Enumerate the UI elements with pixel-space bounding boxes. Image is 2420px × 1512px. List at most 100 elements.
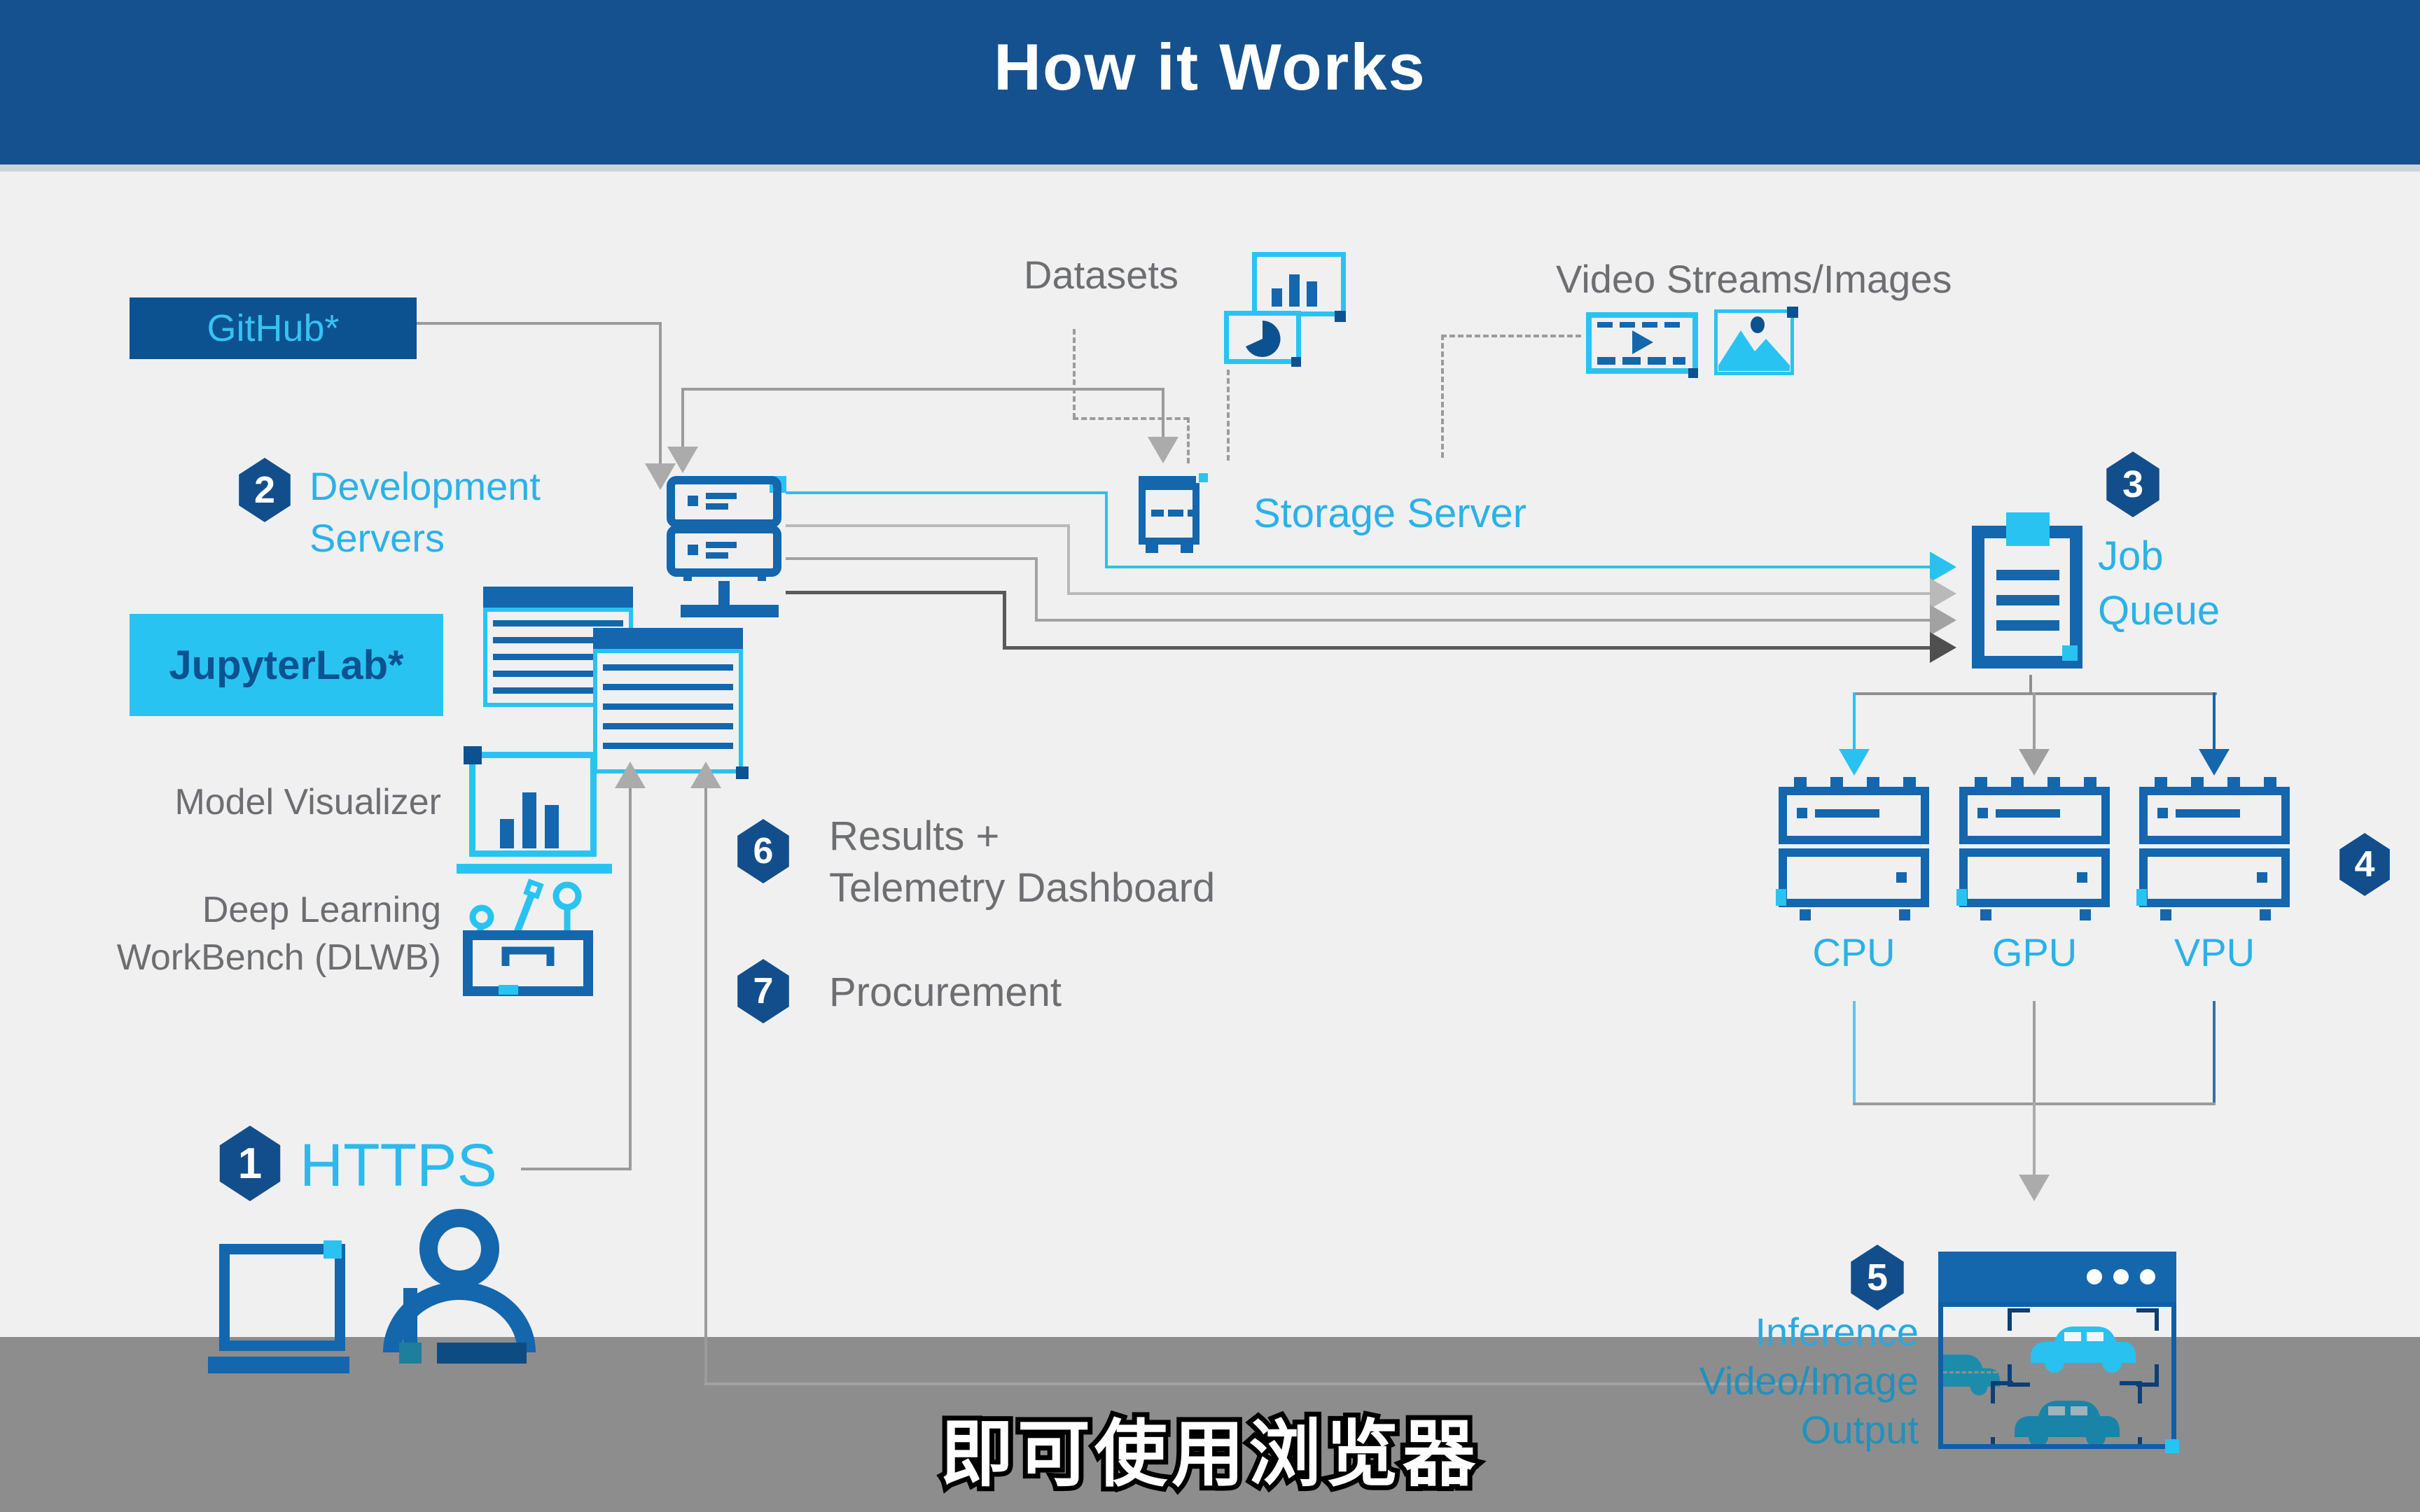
step-number: 7: [753, 971, 774, 1011]
step-badge-1: 1: [219, 1126, 281, 1201]
pipe-cyan-c: [1105, 566, 1933, 568]
pipe-gray1-a: [786, 524, 1070, 527]
dashed-datasets-into-storage: [1187, 417, 1190, 463]
datasets-label: Datasets: [1024, 253, 1178, 297]
drop-gpu: [2033, 692, 2036, 752]
procurement-label: Procurement: [829, 969, 1062, 1015]
job-queue-clipboard-icon: [1971, 512, 2083, 676]
model-visualizer-label: Model Visualizer: [174, 782, 441, 822]
bar-chart-board-icon: [457, 746, 612, 874]
pipe-gray1-c: [1067, 592, 1933, 595]
page-title: How it Works: [994, 30, 1426, 104]
dataset-bar-chart-icon: [1252, 252, 1346, 322]
dataset-pie-chart-icon: [1224, 311, 1301, 367]
video-streams-label: Video Streams/Images: [1556, 257, 1952, 301]
server-icon: [665, 476, 788, 636]
vpu-icon: [2136, 777, 2290, 920]
dlwb-label: Deep Learning WorkBench (DLWB): [21, 886, 441, 981]
dev-servers-label: Development Servers: [310, 461, 541, 564]
connector-github-drop: [659, 322, 662, 463]
storage-server-label: Storage Server: [1253, 491, 1527, 536]
arrowhead-into-windows-2: [690, 762, 721, 788]
gpu-icon: [1956, 777, 2110, 920]
job-queue-label: Job Queue: [2098, 529, 2220, 638]
collector-gpu: [2033, 1001, 2036, 1105]
step-badge-4: 4: [2339, 833, 2390, 896]
pipe-gray2-c: [1035, 619, 1933, 622]
dlwb-label-line1: Deep Learning: [202, 890, 441, 930]
job-queue-label-line1: Job: [2098, 533, 2164, 579]
step-number: 6: [753, 831, 774, 872]
arrowhead-into-windows-1: [615, 762, 646, 788]
step-badge-5: 5: [1851, 1245, 1904, 1310]
car-icon: [2031, 1326, 2136, 1373]
person-icon: [370, 1205, 546, 1373]
connector-github: [417, 322, 662, 325]
dashed-video-drop: [1441, 335, 1444, 458]
dev-servers-label-line1: Development: [310, 464, 541, 508]
arrowhead-into-dev-server-2: [667, 447, 698, 473]
arrowhead-queue-cyan: [1930, 552, 1956, 582]
pipe-cyan-b: [1105, 491, 1108, 568]
connector-https: [521, 1168, 632, 1170]
dlwb-label-line2: WorkBench (DLWB): [116, 937, 441, 978]
connector-feedback-bottom: [704, 1382, 1821, 1385]
pipe-dark-b: [1003, 591, 1006, 650]
inference-label-line3: Output: [1800, 1408, 1919, 1452]
inference-label-line1: Inference: [1755, 1310, 1919, 1354]
storage-server-icon: [1136, 473, 1209, 557]
connector-to-inference: [2033, 1102, 2036, 1177]
arrowhead-queue-gray2: [1930, 605, 1956, 636]
connector-queue-down: [2029, 675, 2032, 694]
pipe-dark-a: [786, 591, 1006, 594]
connector-dev-storage: [681, 388, 1164, 391]
vpu-label: VPU: [2174, 930, 2255, 974]
arrowhead-cpu: [1839, 749, 1870, 776]
video-icon: [1586, 312, 1698, 378]
arrowhead-into-storage: [1148, 437, 1178, 463]
dashed-datasets-elbow: [1073, 417, 1189, 420]
step-number: 5: [1866, 1256, 1889, 1298]
github-label: GitHub*: [207, 307, 340, 349]
dashed-pie-into-storage: [1227, 370, 1230, 461]
results-label-line1: Results +: [829, 813, 1000, 859]
arrowhead-queue-dark: [1930, 632, 1956, 663]
arrowhead-inference: [2019, 1175, 2050, 1201]
https-label: HTTPS: [300, 1132, 497, 1199]
inference-label-line2: Video/Image: [1699, 1359, 1919, 1403]
detection-brackets: [2008, 1308, 2159, 1387]
cpu-label: CPU: [1812, 930, 1896, 974]
collector-vpu: [2213, 1001, 2216, 1105]
step-number: 3: [2122, 463, 2144, 505]
car-icon: [2015, 1401, 2120, 1444]
title-banner: [0, 0, 2420, 164]
jupyterlab-label: JupyterLab*: [169, 642, 404, 688]
drop-cpu: [1853, 692, 1856, 752]
results-label: Results + Telemetry Dashboard: [829, 811, 1215, 914]
step-number: 4: [2354, 844, 2375, 885]
pipe-gray2-b: [1035, 557, 1038, 622]
subtitle-caption: 即可使用浏览器: [936, 1409, 1480, 1500]
arrowhead-vpu: [2199, 749, 2230, 776]
connector-https-up: [629, 787, 632, 1170]
connector-feedback-up: [704, 787, 707, 1385]
pipe-gray1-b: [1067, 524, 1070, 595]
dev-servers-label-line2: Servers: [310, 516, 445, 560]
pipe-gray2-a: [786, 557, 1038, 560]
github-node: GitHub*: [130, 298, 417, 359]
dashboard-window-icon: [593, 628, 749, 779]
arrowhead-gpu: [2019, 749, 2050, 776]
arrowhead-queue-gray1: [1930, 578, 1956, 609]
gpu-label: GPU: [1991, 930, 2078, 974]
jupyterlab-node: JupyterLab*: [130, 614, 443, 716]
cpu-icon: [1776, 777, 1929, 920]
drop-vpu: [2213, 692, 2216, 752]
step-badge-3: 3: [2106, 451, 2160, 517]
step-badge-7: 7: [737, 959, 789, 1023]
pipe-cyan-a: [786, 491, 1108, 494]
step-number: 2: [253, 469, 276, 511]
step-badge-6: 6: [737, 819, 789, 883]
collector-cpu: [1853, 1001, 1856, 1105]
dashed-datasets-drop: [1073, 329, 1076, 419]
